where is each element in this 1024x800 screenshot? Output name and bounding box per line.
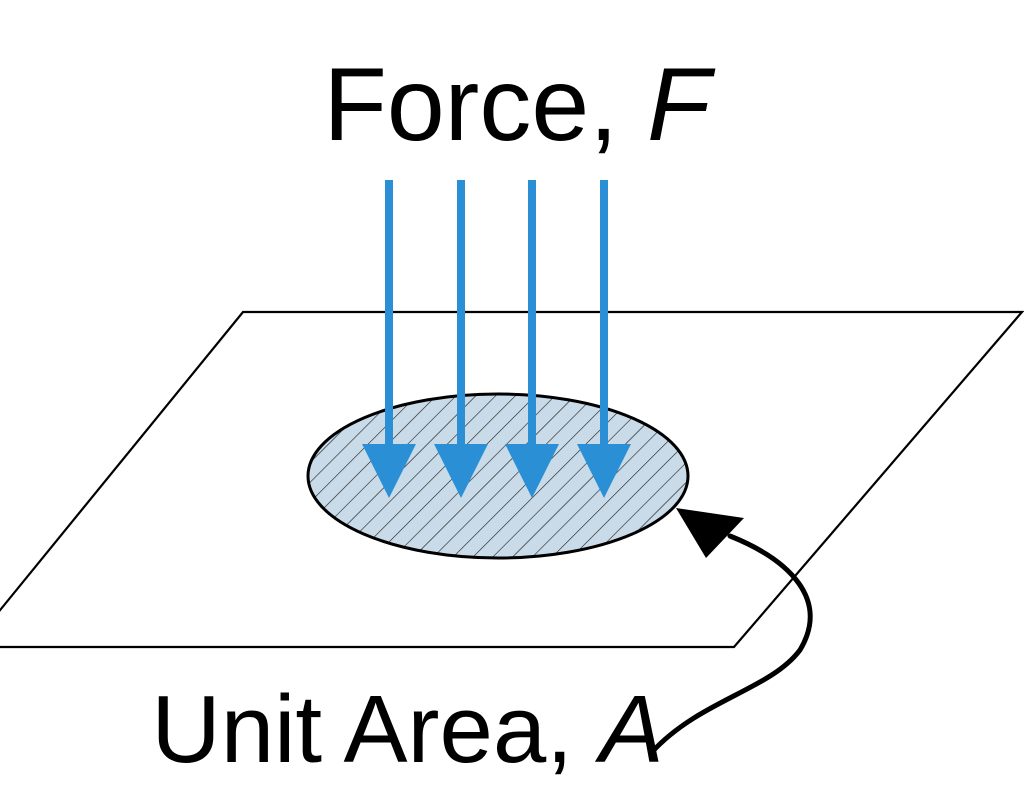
force-arrows bbox=[362, 180, 631, 498]
force-arrow bbox=[362, 180, 416, 498]
area-pointer-arrow bbox=[649, 508, 813, 755]
unit-area-region bbox=[306, 392, 690, 560]
force-label-prefix: Force, bbox=[323, 47, 647, 163]
force-variable: F bbox=[647, 47, 716, 163]
area-label-prefix: Unit Area, bbox=[151, 676, 599, 783]
force-arrow bbox=[434, 180, 488, 498]
force-arrow bbox=[505, 180, 559, 498]
force-arrow bbox=[577, 180, 631, 498]
area-variable: A bbox=[595, 676, 664, 783]
force-label: Force, F bbox=[179, 47, 797, 163]
surface-plane bbox=[0, 310, 1024, 649]
area-label: Unit Area, A bbox=[18, 676, 744, 783]
